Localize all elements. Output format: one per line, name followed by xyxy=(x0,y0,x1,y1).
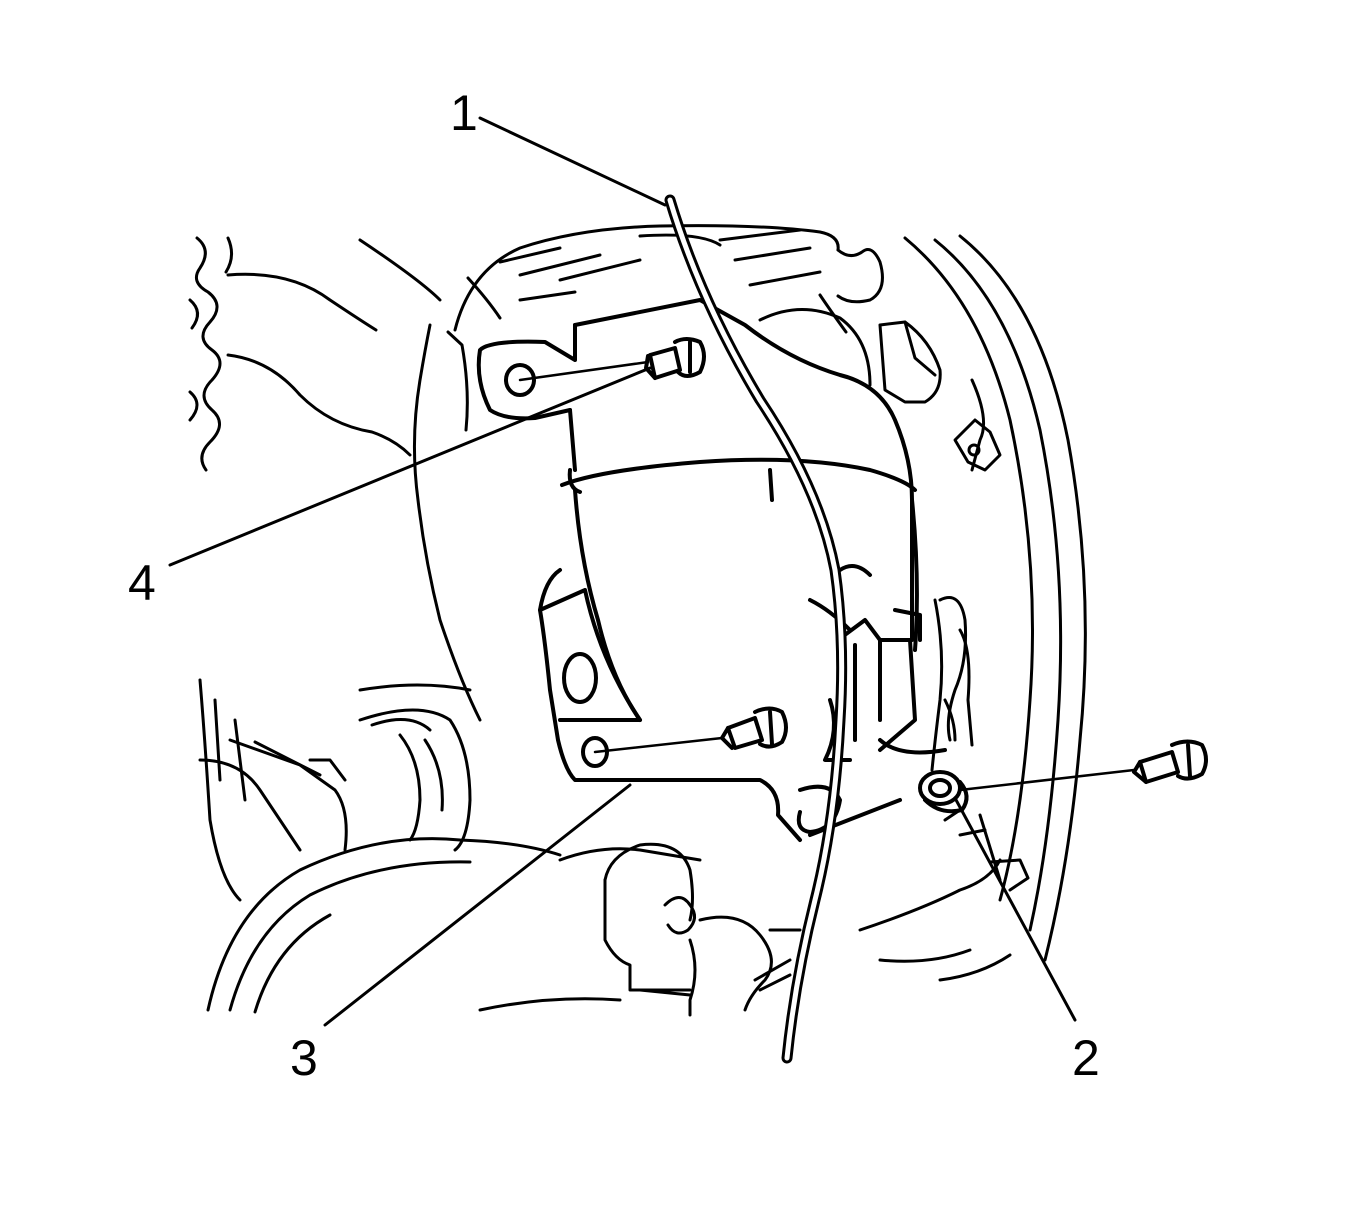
washer-hose xyxy=(664,194,848,1064)
reservoir-bracket xyxy=(538,568,947,842)
leader-3 xyxy=(323,783,632,1027)
callout-label-4: 4 xyxy=(128,555,156,611)
wiring-harness xyxy=(930,596,974,772)
upper-mount-tab xyxy=(504,363,536,397)
ground-bolt xyxy=(1132,739,1208,784)
vehicle-background xyxy=(188,224,1087,1017)
install-guide-lines xyxy=(518,360,1136,792)
callout-label-1: 1 xyxy=(450,85,478,141)
leader-2 xyxy=(953,796,1077,1022)
mounting-bolt-upper xyxy=(644,337,706,380)
mounting-bolt-lower xyxy=(720,706,788,750)
callout-label-3: 3 xyxy=(290,1030,318,1086)
callout-label-2: 2 xyxy=(1072,1030,1100,1086)
leader-1 xyxy=(478,116,667,207)
leader-4 xyxy=(168,366,652,567)
washer-fluid-reservoir xyxy=(476,298,919,722)
callout-leaders xyxy=(168,116,1077,1027)
